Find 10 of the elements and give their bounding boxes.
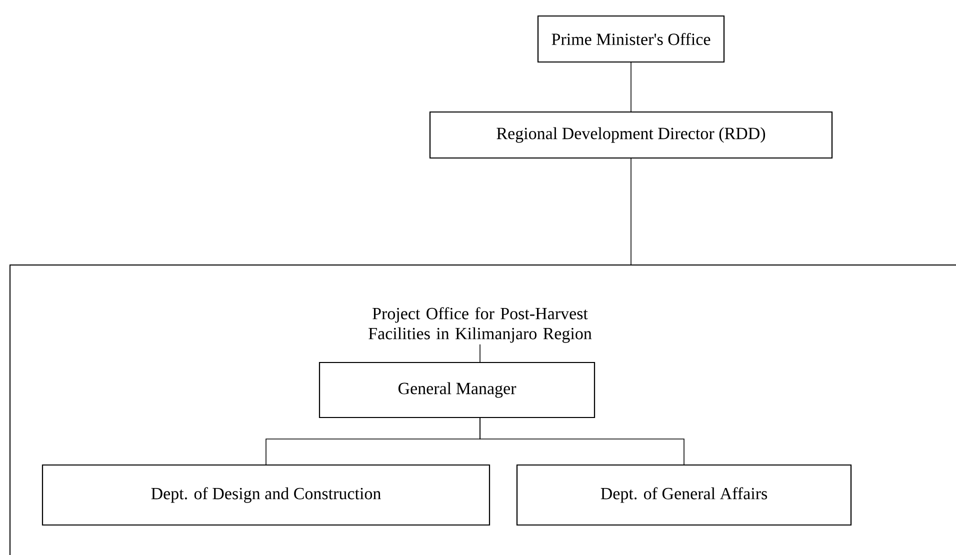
org-box: Prime Minister's Office [537, 15, 725, 63]
connector-line [630, 62, 632, 112]
org-box: Dept. of Design and Construction [42, 464, 490, 526]
frame-border [10, 264, 956, 555]
heading: Project Office for Post-Harvest Facilities in Kilimanjaro Region [368, 307, 592, 343]
connector-line [480, 418, 684, 465]
org-box: Regional Development Director (RDD) [429, 111, 833, 159]
org-box: General Manager [318, 362, 596, 418]
connector-line [630, 158, 632, 266]
org-box: Dept. of General Affairs [516, 464, 852, 526]
